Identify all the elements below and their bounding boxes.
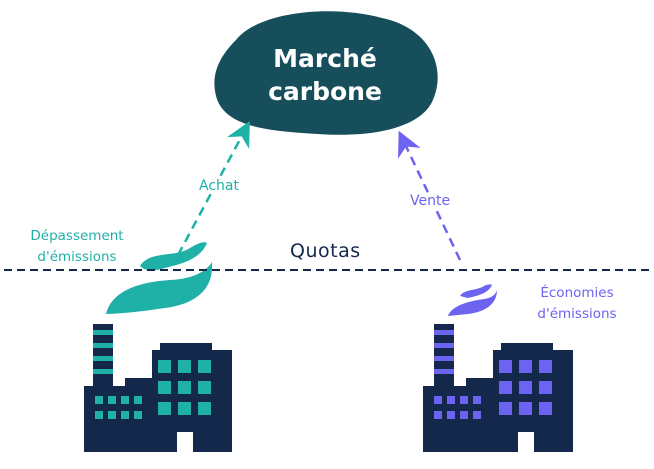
buy-label: Achat — [197, 178, 241, 194]
sell-label: Vente — [408, 193, 453, 209]
excess-note-line1: Dépassement — [30, 228, 124, 244]
savings-note-line2: d'émissions — [537, 306, 617, 322]
buy-arrow — [176, 120, 250, 256]
left-factory-icon — [84, 324, 232, 452]
left-smoke-icon — [106, 242, 213, 314]
right-smoke-icon — [448, 284, 497, 316]
market-title: Marché carbone — [225, 42, 425, 108]
quotas-label: Quotas — [290, 240, 361, 262]
market-title-line1: Marché — [273, 44, 377, 73]
excess-note-line2: d'émissions — [37, 249, 117, 265]
market-blob — [214, 11, 438, 135]
emission-savings-note: Économies d'émissions — [522, 283, 632, 325]
excess-emissions-note: Dépassement d'émissions — [22, 226, 132, 268]
right-factory-icon — [423, 324, 573, 452]
savings-note-line1: Économies — [540, 285, 614, 301]
market-title-line2: carbone — [268, 77, 382, 106]
